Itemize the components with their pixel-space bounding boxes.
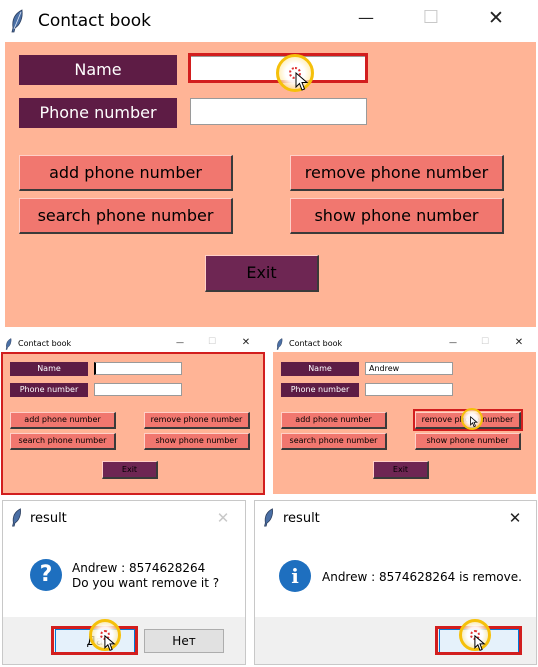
close-button[interactable]: ✕ [508, 509, 522, 527]
name-label: Name [19, 55, 177, 85]
name-label: Name [10, 362, 88, 376]
close-button[interactable]: ✕ [241, 337, 251, 348]
title-bar[interactable]: Contact book — ☐ ✕ [0, 336, 266, 352]
exit-button[interactable]: Exit [102, 461, 158, 479]
window-title: Contact book [289, 339, 343, 348]
phone-label: Phone number [19, 98, 177, 128]
phone-label: Phone number [10, 383, 88, 397]
info-dialog: result ✕ i Andrew : 8574628264 is remove… [254, 500, 537, 665]
click-dot [289, 67, 301, 79]
feather-icon [5, 338, 12, 350]
no-button[interactable]: Нет [144, 629, 224, 653]
small-window-left: Contact book — ☐ ✕ Name Phone number add… [0, 336, 266, 496]
maximize-button[interactable]: ☐ [480, 337, 490, 347]
mouse-cursor-icon [104, 635, 116, 651]
close-button[interactable]: ✕ [514, 337, 524, 348]
info-glyph: i [291, 564, 299, 588]
dialog-title: result [283, 511, 320, 526]
phone-input[interactable] [365, 383, 453, 396]
minimize-button[interactable]: — [449, 338, 457, 347]
title-bar[interactable]: Contact book — ☐ ✕ [0, 0, 538, 42]
question-glyph: ? [39, 562, 53, 587]
phone-label: Phone number [281, 383, 359, 397]
search-phone-button[interactable]: search phone number [19, 198, 233, 234]
mouse-cursor-icon [470, 416, 478, 428]
question-icon: ? [30, 559, 62, 591]
mouse-cursor-icon [295, 72, 309, 91]
minimize-button[interactable]: — [176, 338, 184, 347]
small-window-right: Contact book — ☐ ✕ Name Andrew Phone num… [271, 336, 538, 496]
minimize-button[interactable]: — [358, 8, 374, 27]
name-input[interactable]: Andrew [365, 362, 453, 375]
add-phone-button[interactable]: add phone number [281, 412, 387, 429]
maximize-button[interactable]: ☐ [207, 337, 217, 347]
search-phone-button[interactable]: search phone number [10, 433, 116, 450]
add-phone-button[interactable]: add phone number [10, 412, 116, 429]
message-line-1: Andrew : 8574628264 [72, 561, 206, 575]
title-bar[interactable]: Contact book — ☐ ✕ [271, 336, 538, 352]
mouse-cursor-icon [474, 635, 486, 651]
message: Andrew : 8574628264 is remove. [322, 570, 522, 584]
window-title: Contact book [18, 339, 72, 348]
phone-input[interactable] [190, 98, 367, 125]
phone-input[interactable] [94, 383, 182, 396]
feather-icon [264, 508, 273, 527]
maximize-button[interactable]: ☐ [422, 7, 440, 28]
title-bar[interactable]: result ✕ [3, 501, 245, 535]
main-window: Contact book — ☐ ✕ Name Phone number add… [0, 0, 538, 333]
remove-phone-button[interactable]: remove phone number [144, 412, 250, 429]
info-icon: i [279, 560, 311, 592]
feather-icon [11, 9, 23, 33]
feather-icon [276, 338, 283, 350]
confirm-dialog: result ✕ ? Andrew : 8574628264 Do you wa… [2, 500, 246, 665]
exit-button[interactable]: Exit [373, 461, 429, 479]
name-label: Name [281, 362, 359, 376]
show-phone-button[interactable]: show phone number [144, 433, 250, 450]
message-line-2: Do you want remove it ? [72, 576, 220, 590]
remove-phone-button[interactable]: remove phone number [290, 155, 504, 191]
dialog-title: result [30, 511, 67, 526]
add-phone-button[interactable]: add phone number [19, 155, 233, 191]
search-phone-button[interactable]: search phone number [281, 433, 387, 450]
show-phone-button[interactable]: show phone number [290, 198, 504, 234]
window-title: Contact book [38, 11, 151, 31]
close-button[interactable]: ✕ [488, 7, 504, 29]
feather-icon [12, 508, 21, 527]
close-button[interactable]: ✕ [216, 509, 230, 527]
title-bar[interactable]: result ✕ [255, 501, 536, 535]
name-input[interactable] [94, 362, 182, 375]
show-phone-button[interactable]: show phone number [415, 433, 521, 450]
exit-button[interactable]: Exit [205, 255, 319, 292]
